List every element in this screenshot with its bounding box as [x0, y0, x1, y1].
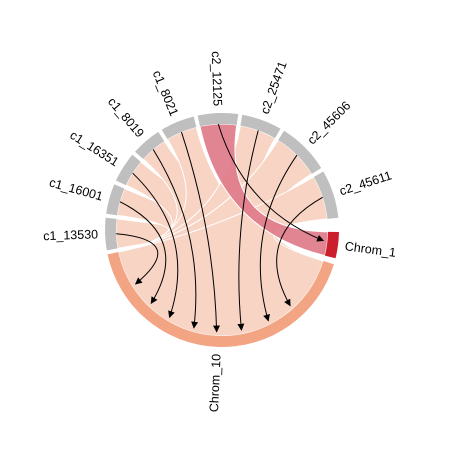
sector-label-c2-45611: c2_45611 — [338, 168, 394, 198]
arrow-c2-45611-to-chrom-10 — [276, 196, 324, 307]
arrow-c2-12125-to-chrom-1 — [217, 123, 325, 242]
sector-label-c2-45606: c2_45606 — [305, 99, 354, 148]
sector-label-c1-13530: c1_13530 — [43, 227, 98, 243]
arrow-c1-8019-to-chrom-10 — [152, 149, 199, 329]
sector-label-c1-8019: c1_8019 — [105, 95, 147, 141]
sector-c1-8019 — [135, 131, 165, 160]
sector-c1-16001 — [106, 184, 125, 216]
arrow-c1-16001-to-chrom-10 — [119, 201, 167, 304]
arrows-layer — [116, 123, 325, 333]
sector-label-c1-16351: c1_16351 — [67, 128, 121, 169]
sector-c1-8021 — [161, 116, 197, 140]
arrow-c1-16351-to-chrom-10 — [132, 172, 179, 319]
arrow-c1-8021-to-chrom-10 — [180, 131, 220, 333]
sector-c2-45606 — [278, 130, 322, 174]
sector-c1-13530 — [105, 217, 118, 251]
sectors-layer — [105, 113, 339, 348]
links-layer — [115, 123, 329, 337]
sector-c2-25471 — [240, 114, 281, 139]
arrow-c2-25471-to-chrom-10 — [237, 130, 259, 331]
sector-c2-45611 — [313, 171, 339, 219]
sector-label-c1-16001: c1_16001 — [48, 175, 105, 203]
sector-label-c1-8021: c1_8021 — [150, 68, 181, 118]
sector-c1-16351 — [115, 154, 141, 186]
sector-label-chrom-10: Chrom_10 — [207, 354, 224, 413]
sector-label-c2-12125: c2_12125 — [209, 51, 225, 106]
arrow-c1-13530-to-chrom-10 — [116, 233, 159, 285]
arrow-c2-45606-to-chrom-10 — [259, 154, 298, 322]
sector-chrom-1 — [324, 231, 339, 259]
sector-chrom-10 — [107, 252, 334, 348]
sector-label-c2-25471: c2_25471 — [258, 59, 290, 115]
sector-c2-12125 — [197, 113, 239, 127]
sector-label-chrom-1: Chrom_1 — [344, 239, 397, 260]
